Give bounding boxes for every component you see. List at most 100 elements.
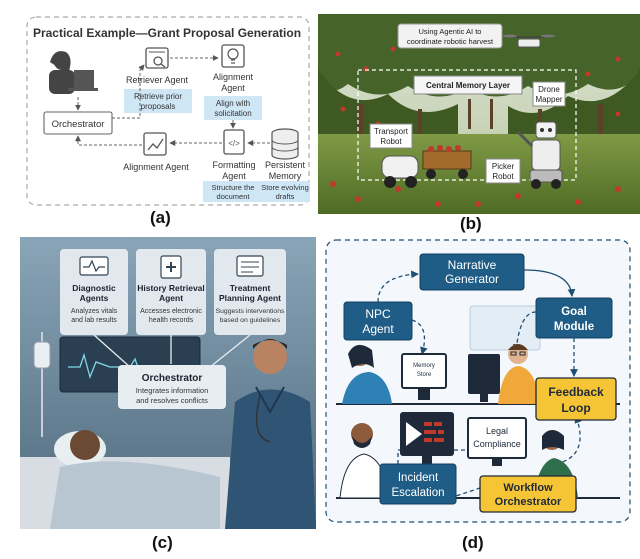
workflow-label2: Orchestrator [495, 496, 562, 508]
npc-label1: NPC [365, 307, 391, 321]
alignment-note-box [204, 96, 262, 120]
memory-layer-label: Central Memory Layer [426, 81, 510, 90]
npc-label2: Agent [362, 322, 394, 336]
blanket [50, 461, 220, 529]
drone-label2: Mapper [535, 95, 562, 104]
panel-b: Using Agentic AI to coordinate robotic h… [318, 14, 640, 214]
transport-label1: Transport [374, 127, 409, 136]
formatting-label2: Agent [222, 171, 246, 181]
formatting-label1: Formatting [212, 160, 255, 170]
diagnostic-title1: Diagnostic [72, 283, 116, 293]
memory-layer-box [413, 75, 523, 95]
alignment-bottom-label: Alignment Agent [123, 162, 189, 172]
orchestrator-box [43, 111, 113, 135]
history-card [136, 249, 206, 335]
plan-document-icon [236, 255, 264, 277]
panel-a-title: Practical Example—Grant Proposal Generat… [33, 26, 301, 40]
clipboard-plus-icon [160, 255, 182, 279]
orchestrator-label: Orchestrator [52, 119, 105, 130]
caption-line1: Using Agentic AI to [419, 27, 482, 36]
play-icon [406, 422, 422, 446]
memory-note-line2: drafts [276, 192, 295, 201]
picker-robot-box [485, 158, 521, 184]
history-title1: History Retrieval [137, 283, 205, 293]
caption-box [397, 23, 503, 49]
panel-a: Practical Example—Grant Proposal Generat… [26, 16, 310, 206]
memory-note-box [260, 181, 310, 202]
workflow-label1: Workflow [503, 482, 553, 494]
panel-c-arrows [93, 334, 251, 368]
transport-robot-box [369, 123, 413, 149]
narrative-label2: Generator [445, 272, 499, 286]
picker-label2: Robot [492, 172, 514, 181]
retriever-icon [145, 47, 169, 69]
patient-head [70, 430, 100, 460]
document-code-icon: </> [223, 129, 245, 155]
goal-label2: Module [554, 321, 594, 333]
orchestrator-card-desc1: Integrates information [136, 386, 209, 395]
memory-layer-region [357, 69, 577, 181]
history-desc2: health records [149, 317, 194, 324]
svg-text:</>: </> [228, 139, 240, 148]
user-laptop-icon [49, 51, 98, 94]
panel-c: Diagnostic Agents Analyzes vitals and la… [20, 237, 316, 529]
panel-c-label: (c) [152, 533, 173, 552]
treatment-card [214, 249, 286, 335]
panel-b-label: (b) [460, 214, 482, 233]
panel-a-label: (a) [150, 208, 171, 227]
orchestrator-card-desc2: and resolves conflicts [136, 396, 208, 405]
retriever-note-box [124, 89, 192, 113]
legal-label2: Compliance [473, 439, 521, 449]
treatment-title1: Treatment [230, 283, 271, 293]
diagnostic-desc2: and lab results [71, 317, 117, 324]
memory-store-label2: Store [417, 372, 432, 378]
history-title2: Agent [159, 293, 183, 303]
formatting-note-box [203, 181, 263, 202]
database-icon [271, 128, 299, 160]
picker-robot-icon [516, 121, 563, 189]
retriever-label: Retriever Agent [126, 75, 189, 85]
incident-escalation-box [379, 463, 457, 505]
drone-icon [503, 34, 555, 48]
alignment-note-line2: solicitation [214, 109, 251, 118]
alignment-top-label2: Agent [221, 83, 245, 93]
legal-label1: Legal [486, 426, 508, 436]
caption-line2: coordinate robotic harvest [407, 37, 494, 46]
feedback-loop-box [535, 377, 617, 421]
chart-check-icon [143, 132, 167, 156]
iv-bag [33, 341, 51, 369]
panel-d-label: (d) [462, 533, 484, 552]
drone-mapper-box [532, 81, 566, 107]
agent-cards [60, 249, 286, 335]
memory-store-label1: Memory [413, 363, 435, 369]
legal-compliance-monitor [467, 417, 527, 459]
bearded-man-figure [339, 423, 391, 499]
orchestrator-card [118, 365, 226, 409]
feedback-label2: Loop [561, 401, 590, 415]
transport-label2: Robot [380, 137, 402, 146]
memory-store-monitor [401, 353, 447, 389]
memory-note-line1: Store evolving [261, 183, 309, 192]
workflow-orchestrator-box [479, 475, 577, 513]
narrative-generator-box [419, 253, 525, 291]
treatment-desc1: Suggests interventions [216, 308, 285, 315]
picker-label1: Picker [492, 162, 515, 171]
bg-screen [469, 305, 541, 351]
history-desc1: Accesses electronic [140, 308, 202, 315]
formatting-note-line2: document [217, 192, 251, 201]
doctor [225, 339, 316, 529]
orchestrator-card-title: Orchestrator [142, 373, 203, 384]
transport-robot-icon [381, 145, 472, 188]
man-with-glasses-figure [498, 344, 540, 404]
diagnostic-desc1: Analyzes vitals [71, 308, 118, 315]
panel-a-arrows [75, 55, 270, 146]
formatting-note-line1: Structure the [212, 183, 255, 192]
woman-at-desk-figure [342, 344, 392, 404]
treatment-title2: Planning Agent [219, 293, 281, 303]
panel-d-arrows [377, 269, 582, 499]
retriever-note-line2: proposals [141, 102, 176, 111]
diagnostic-title2: Agents [80, 293, 109, 303]
memory-label1: Persistent [265, 160, 306, 170]
narrative-label1: Narrative [448, 258, 497, 272]
treatment-desc2: based on guidelines [220, 317, 281, 324]
